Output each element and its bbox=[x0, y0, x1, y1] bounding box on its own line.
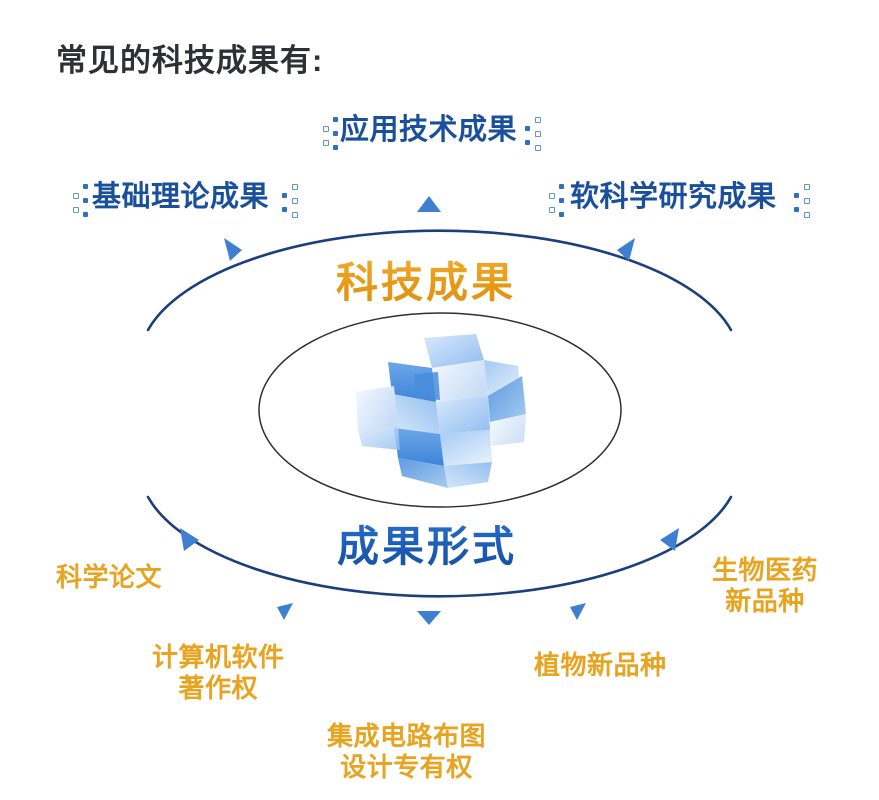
label-line-2: 新品种 bbox=[725, 585, 805, 616]
cube-facet-13 bbox=[414, 372, 440, 400]
arc-marker-top-right bbox=[617, 238, 635, 261]
label-line-2: 著作权 bbox=[178, 672, 259, 703]
label-line-1: 生物医药 bbox=[712, 555, 819, 585]
dot-decoration-icon bbox=[548, 184, 568, 218]
abstract-blue-cube-graphic bbox=[328, 330, 554, 490]
label-line-2: 设计专有权 bbox=[340, 751, 473, 782]
center-title-achievement: 科技成果 bbox=[336, 249, 516, 310]
arc-marker-bottom-far-right bbox=[660, 528, 679, 551]
arc-marker-bottom-left bbox=[277, 603, 293, 620]
label-line-1: 科学论文 bbox=[56, 562, 163, 592]
arc-marker-bottom-right bbox=[570, 603, 586, 620]
dot-decoration-icon bbox=[793, 184, 813, 218]
cube-facet-5 bbox=[488, 376, 526, 422]
cube-facet-3 bbox=[432, 360, 488, 402]
page-title: 常见的科技成果有: bbox=[56, 43, 324, 78]
arc-marker-bottom-far-left bbox=[180, 528, 199, 551]
arc-marker-top-left bbox=[224, 238, 242, 261]
cube-facet-14 bbox=[358, 426, 400, 450]
cube-svg bbox=[356, 334, 526, 488]
label-scientific-paper: 科学论文 bbox=[56, 562, 162, 593]
cube-facet-10 bbox=[440, 430, 492, 466]
dot-decoration-icon bbox=[322, 117, 342, 151]
label-line-1: 集成电路布图 bbox=[327, 721, 487, 751]
cube-facet-11 bbox=[398, 458, 448, 488]
label-bio-medicine-variety: 生物医药 新品种 bbox=[712, 555, 818, 616]
label-line-1: 计算机软件 bbox=[152, 642, 285, 672]
label-software-copyright: 计算机软件 著作权 bbox=[152, 642, 285, 703]
cube-facet-12 bbox=[444, 462, 492, 488]
cube-facet-6 bbox=[392, 394, 440, 434]
cube-facet-15 bbox=[490, 414, 526, 446]
cube-facet-1 bbox=[424, 334, 484, 368]
cube-facet-8 bbox=[356, 386, 398, 430]
center-title-result-form: 成果形式 bbox=[337, 513, 517, 574]
label-plant-variety: 植物新品种 bbox=[534, 650, 667, 681]
label-soft-science-research: 软科学研究成果 bbox=[570, 181, 777, 213]
arc-marker-top-center bbox=[417, 196, 441, 212]
cube-facet-7 bbox=[436, 396, 490, 434]
label-line-1: 植物新品种 bbox=[534, 650, 667, 680]
label-basic-theory: 基础理论成果 bbox=[92, 181, 270, 213]
label-applied-technology: 应用技术成果 bbox=[340, 114, 518, 146]
label-circuit-layout-design: 集成电路布图 设计专有权 bbox=[327, 721, 486, 782]
dot-decoration-icon bbox=[72, 184, 92, 218]
dot-decoration-icon bbox=[281, 184, 301, 218]
arc-marker-bottom-center bbox=[417, 611, 441, 625]
cube-facet-9 bbox=[394, 428, 444, 466]
dot-decoration-icon bbox=[524, 117, 544, 151]
